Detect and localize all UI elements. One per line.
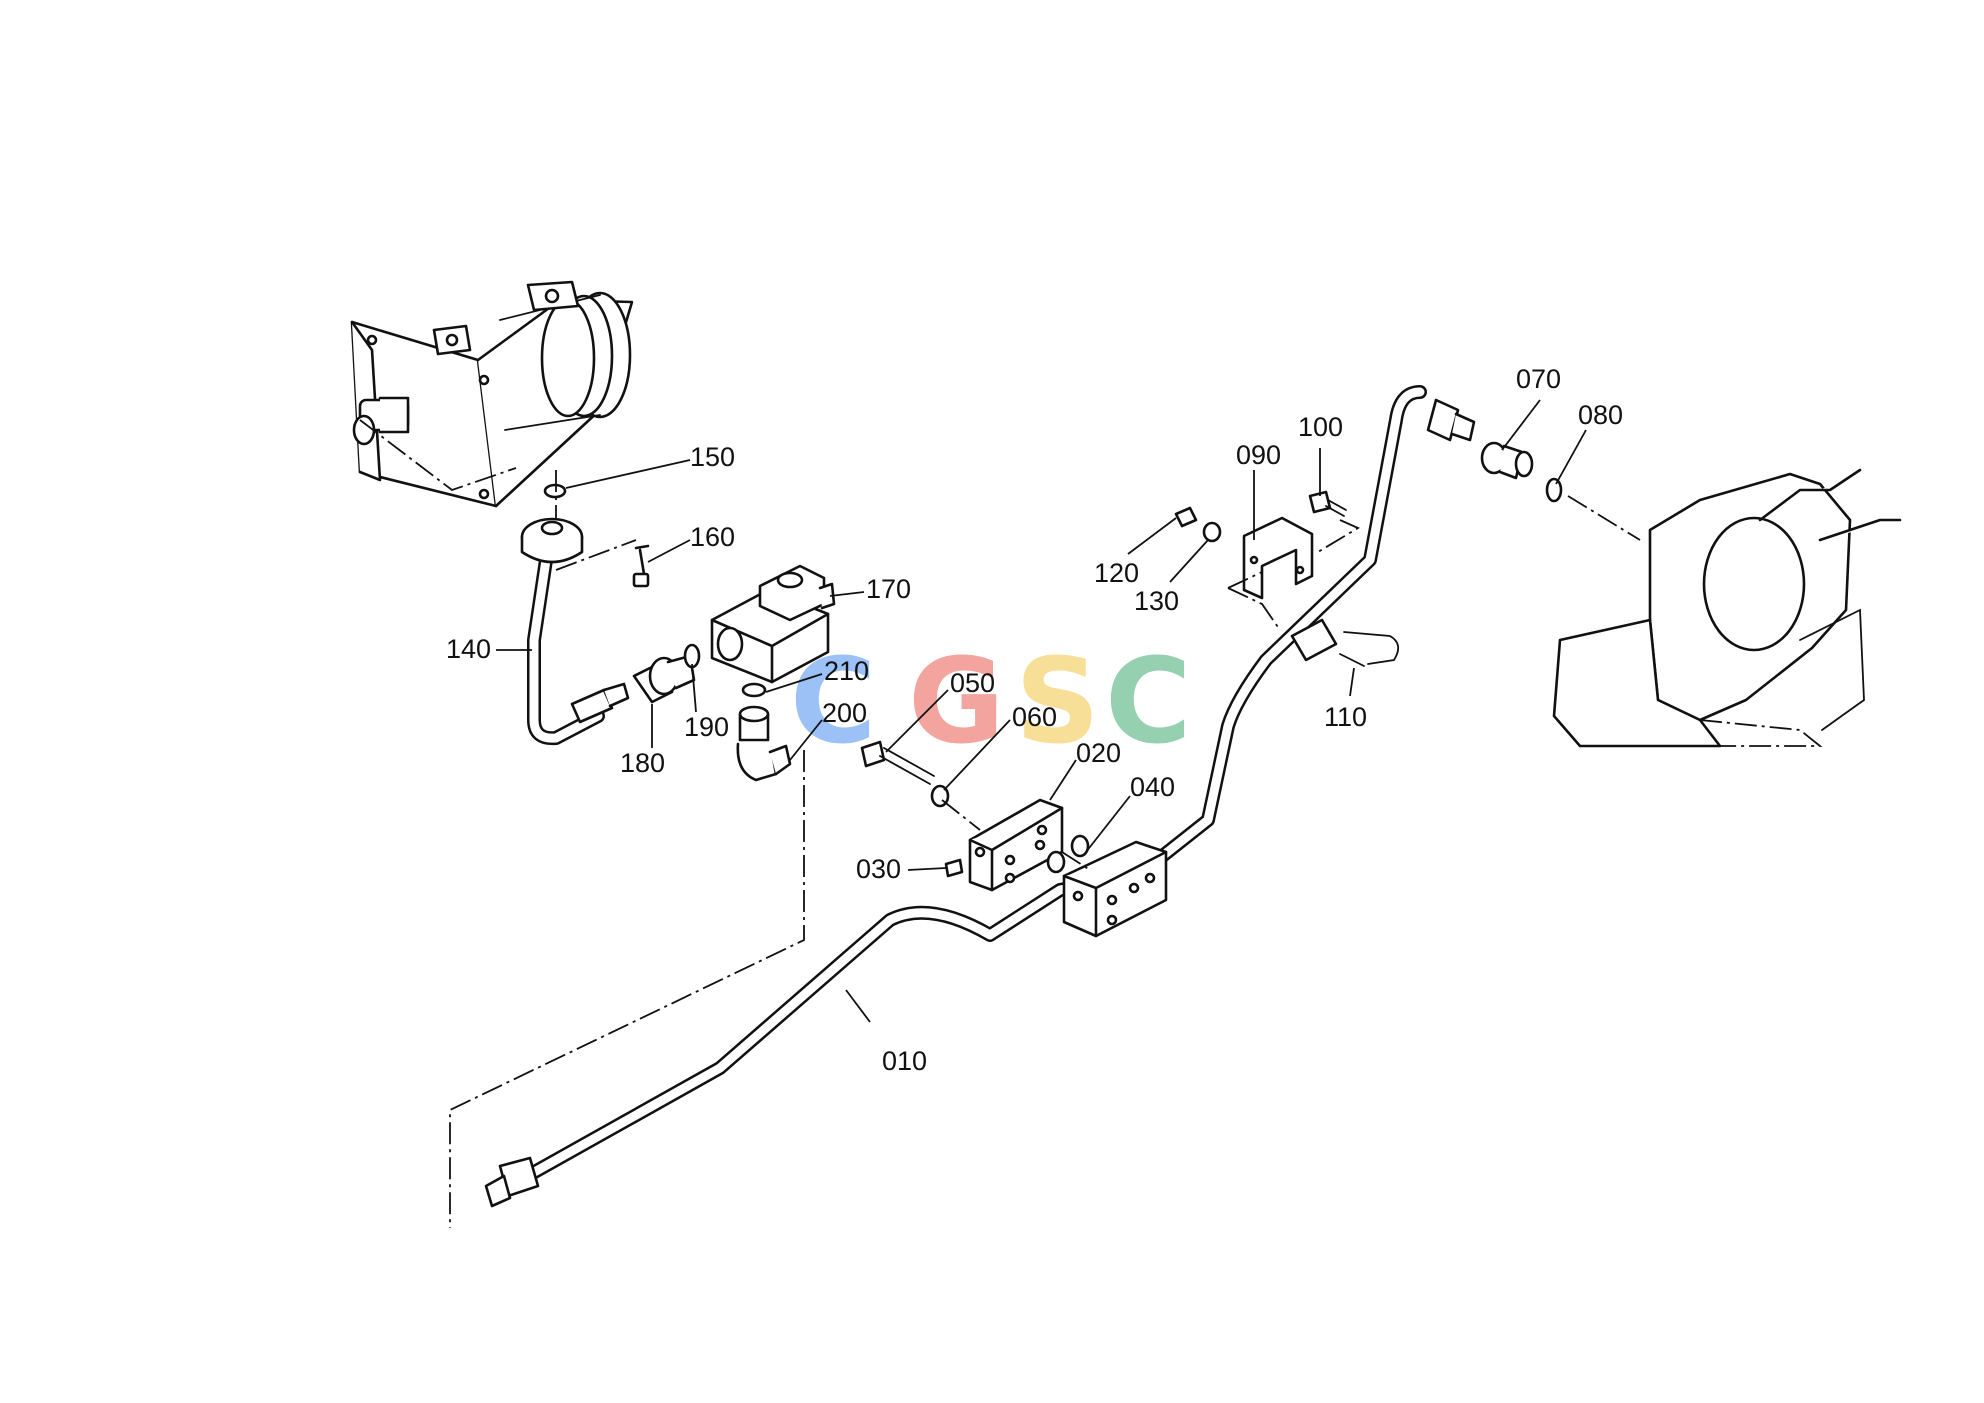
watermark-letter-2: G <box>908 632 1005 770</box>
callout-020: 020 <box>1076 738 1121 768</box>
o-ring-080 <box>1545 477 1563 503</box>
adapter-180-and-oring-190 <box>632 643 701 704</box>
callout-080: 080 <box>1578 400 1623 430</box>
callout-010: 010 <box>882 1046 927 1076</box>
bracket-090 <box>1242 516 1314 600</box>
pump-flange-and-pipe-140 <box>520 483 650 746</box>
callout-170: 170 <box>866 574 911 604</box>
u-bolt-110 <box>1339 631 1400 667</box>
leader-lines <box>496 399 1587 1023</box>
callout-100: 100 <box>1298 412 1343 442</box>
callout-030: 030 <box>856 854 901 884</box>
callout-140: 140 <box>446 634 491 664</box>
washer-040 <box>1046 850 1066 874</box>
assembly-lines <box>359 419 1641 1228</box>
plate-020 <box>968 798 1064 892</box>
callout-090: 090 <box>1236 440 1281 470</box>
callout-120: 120 <box>1094 558 1139 588</box>
bolts-and-washers <box>860 740 1090 878</box>
callout-160: 160 <box>690 522 735 552</box>
callout-200: 200 <box>822 698 867 728</box>
o-ring-210 <box>741 682 767 698</box>
callout-130: 130 <box>1134 586 1179 616</box>
callout-210: 210 <box>824 656 869 686</box>
callout-070: 070 <box>1516 364 1561 394</box>
bolt-030 <box>944 858 964 878</box>
transmission-housing <box>1552 468 1902 748</box>
callout-050: 050 <box>950 668 995 698</box>
callout-150: 150 <box>690 442 735 472</box>
watermark-letter-3: S <box>1015 632 1100 770</box>
callout-190: 190 <box>684 712 729 742</box>
fitting-070 <box>1426 398 1563 503</box>
elbow-fitting-200 <box>736 705 792 782</box>
part-callouts: 150 160 170 140 180 190 210 200 050 060 … <box>446 364 1623 1076</box>
nut-120-washer-130 <box>1174 506 1222 543</box>
main-pipe-010 <box>484 385 1427 1208</box>
bolt-100 <box>1308 490 1347 517</box>
valve-block-170 <box>710 564 836 698</box>
watermark-logo: C G S C <box>790 632 1192 770</box>
bolt-050 <box>860 740 886 768</box>
callout-060: 060 <box>1012 702 1057 732</box>
callout-040: 040 <box>1130 772 1175 802</box>
watermark-letter-4: C <box>1105 632 1192 770</box>
callout-110: 110 <box>1324 702 1367 732</box>
o-ring-150 <box>543 483 567 499</box>
clamp-block-020 <box>1062 840 1168 938</box>
callout-180: 180 <box>620 748 665 778</box>
hydraulic-pump <box>350 280 634 508</box>
bolt-160 <box>634 544 650 576</box>
